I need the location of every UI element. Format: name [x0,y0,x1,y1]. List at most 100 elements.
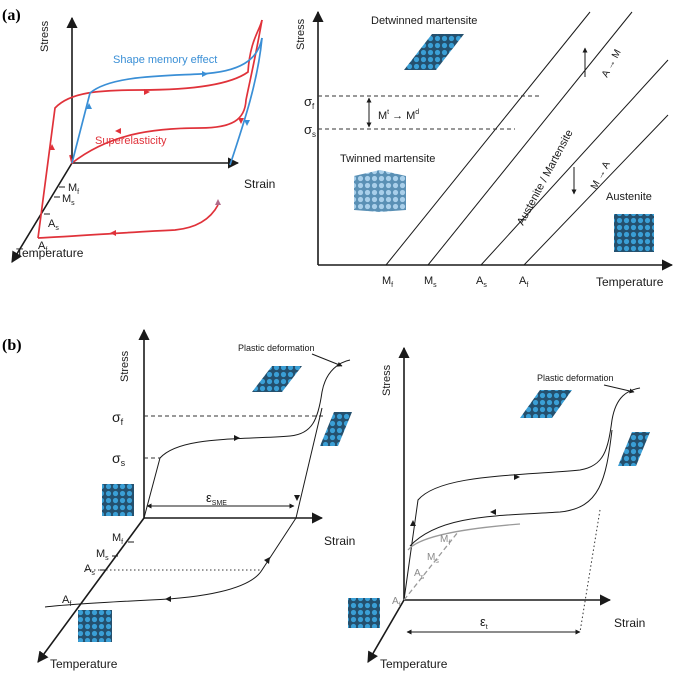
tick-mf: Mf [440,534,450,547]
tick-as: As [414,568,425,581]
panel-b-right-plot: Stress Strain Temperature εt Plastic def… [348,346,650,671]
panel-b-label: (b) [2,337,22,354]
superelasticity-label: Superelasticity [95,135,167,147]
tick-ms: Ms [427,552,439,565]
panel-b-left-plot: Stress Strain Temperature σf σs εSME Pla… [37,328,355,671]
temperature-axis [367,599,405,663]
red-arrowhead [238,118,244,124]
tick-af: Af [519,275,528,289]
twinned-lattice-icon [354,170,406,212]
sme-unloading-curve [295,407,323,519]
panel-a-label: (a) [2,7,21,24]
plastic-lattice-icon [520,390,572,418]
stress-axis-label: Stress [381,364,393,396]
austenite-lattice-icon [78,610,112,642]
temperature-projection [403,531,459,601]
red-arrowhead [49,144,55,150]
curve-arrowhead [294,495,300,501]
tick-mf: Mf [68,182,79,196]
tick-mf: Mf [382,275,393,289]
stress-axis-label: Stress [39,20,51,52]
curve-arrowhead [410,520,416,526]
tick-ms: Ms [62,193,75,207]
epsilon-sme-label: εSME [206,490,227,507]
detwinned-lattice-icon [320,412,352,446]
temperature-ticks: Mf Ms As Af [62,532,134,608]
detwinned-martensite-label: Detwinned martensite [371,15,477,27]
temperature-ticks: Mf Ms As Af [38,182,79,254]
sigma-s-label: σs [304,122,316,139]
blue-arrowhead [202,71,208,77]
curve-arrowhead [264,557,270,564]
shape-memory-unload-curve [229,37,263,166]
temperature-axis-label: Temperature [596,275,664,289]
temperature-axis [37,517,145,663]
sme-loading-curve [143,359,351,519]
austenite-lattice-icon [348,598,380,628]
tick-af: Af [62,594,71,608]
temperature-axis-label: Temperature [380,657,448,671]
temperature-axis-label: Temperature [16,246,84,260]
twinned-martensite-label: Twinned martensite [340,153,435,165]
plastic-deformation-label: Plastic deformation [537,373,614,383]
sigma-f-label: σf [304,94,315,111]
austenite-lattice-icon [614,214,654,252]
tick-af: Af [392,596,401,609]
sigma-f-label: σf [112,409,124,427]
stress-axis-label: Stress [295,18,307,50]
curve-arrowhead [490,509,496,515]
epsilon-t-label: εt [480,614,488,631]
as-line [480,59,669,266]
curve-arrowhead [165,596,171,602]
strain-axis-label: Strain [614,616,645,630]
a-to-m-label: A → M [600,48,624,80]
panel-a-left-plot: Stress Strain Temperature Shape memory e… [11,16,275,263]
tick-as: As [48,218,59,232]
mt-to-md-label: Mt→Md [378,109,419,122]
red-arrowhead [110,230,116,236]
shape-memory-label: Shape memory effect [113,54,217,66]
superelastic-unloading-curve [409,429,613,547]
residual-strain-dotted [579,509,601,633]
superelasticity-unload-curve [69,19,263,165]
red-arrowhead [144,89,150,95]
tick-as: As [476,275,487,289]
superelasticity-curve [37,19,263,239]
tick-af: Af [38,240,47,254]
curve-arrowhead [514,474,520,480]
sigma-s-label: σs [112,450,126,468]
strain-axis-label: Strain [324,534,355,548]
sme-heating-curve [44,517,297,608]
plastic-pointer [311,353,343,367]
blue-arrowhead [244,120,250,126]
strain-axis-label: Strain [244,177,275,191]
detwinned-lattice-icon [618,432,650,466]
tick-as: As [84,563,95,577]
tick-ms: Ms [424,275,437,289]
detwinned-lattice-icon [404,34,464,70]
temperature-ticks: Mf Ms As Af [382,275,528,289]
shape-memory-curve [71,37,263,164]
curve-arrowhead [234,435,240,441]
stress-axis-label: Stress [119,350,131,382]
red-arrowhead [115,128,121,134]
blue-arrowhead [86,103,92,109]
tick-mf: Mf [112,532,123,546]
pseudo-temperature-curve [407,523,521,551]
temperature-ticks: Mf Ms As Af [392,534,450,609]
plastic-pointer [603,384,635,394]
twinned-lattice-icon [102,484,134,516]
mf-line [385,11,591,266]
superelastic-loading-curve [403,387,641,601]
af-line [523,114,669,266]
panel-a-right-plot: Stress Temperature σf σs Mt→Md Detwinned… [295,10,674,289]
superelasticity-lower-curve [37,204,219,239]
plastic-deformation-label: Plastic deformation [238,343,315,353]
tick-ms: Ms [96,548,109,562]
austenite-martensite-label: Austenite / Martensite [515,128,576,228]
ms-line [427,11,633,266]
austenite-label: Austenite [606,191,652,203]
mixed-arrowhead [215,199,221,205]
temperature-axis-label: Temperature [50,657,118,671]
